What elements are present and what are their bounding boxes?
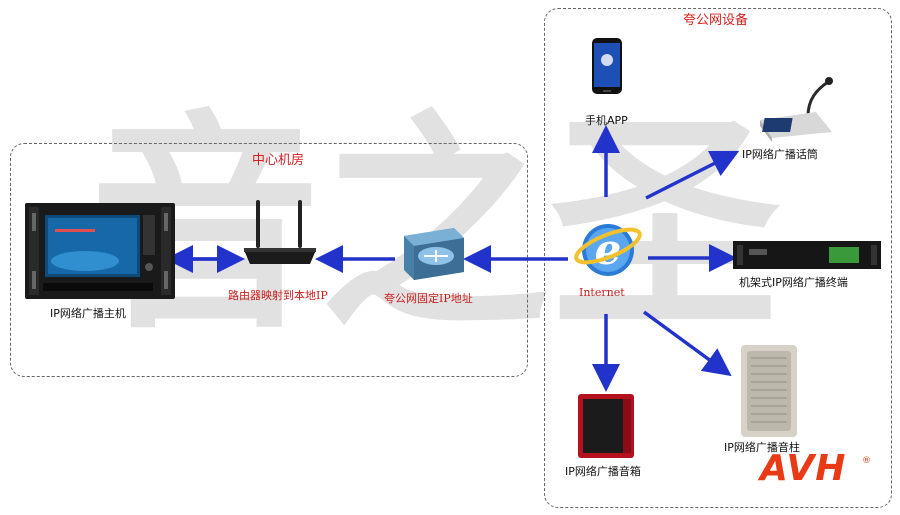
rack-terminal-icon bbox=[733, 241, 881, 269]
switch-label: 夸公网固定IP地址 bbox=[384, 292, 473, 305]
registered-mark: ® bbox=[862, 456, 871, 466]
mic-label: IP网络广播话筒 bbox=[742, 148, 818, 161]
column-label: IP网络广播音柱 bbox=[724, 441, 800, 454]
router-label: 路由器映射到本地IP bbox=[228, 289, 328, 302]
arrow-internet-column bbox=[642, 310, 732, 377]
watermark: 音之圣 bbox=[90, 90, 781, 360]
router-icon bbox=[244, 200, 316, 264]
remote-zone-title: 夸公网设备 bbox=[683, 13, 749, 28]
switch-icon bbox=[404, 228, 464, 280]
arrow-internet-mic bbox=[645, 150, 740, 200]
avh-logo: AVH bbox=[760, 448, 847, 489]
internet-icon: e bbox=[574, 224, 642, 276]
broadcast-mic-icon bbox=[760, 77, 833, 142]
speaker-label: IP网络广播音箱 bbox=[565, 465, 641, 478]
broadcast-host-device bbox=[25, 203, 175, 299]
internet-label: Internet bbox=[579, 286, 625, 299]
app-label: 手机APP bbox=[585, 114, 628, 127]
center-zone-title: 中心机房 bbox=[252, 153, 305, 168]
host-label: IP网络广播主机 bbox=[50, 307, 126, 320]
box-speaker-icon bbox=[578, 394, 634, 458]
column-speaker-icon bbox=[741, 345, 797, 437]
phone-icon bbox=[592, 38, 622, 94]
rack-label: 机架式IP网络广播终端 bbox=[739, 276, 848, 289]
